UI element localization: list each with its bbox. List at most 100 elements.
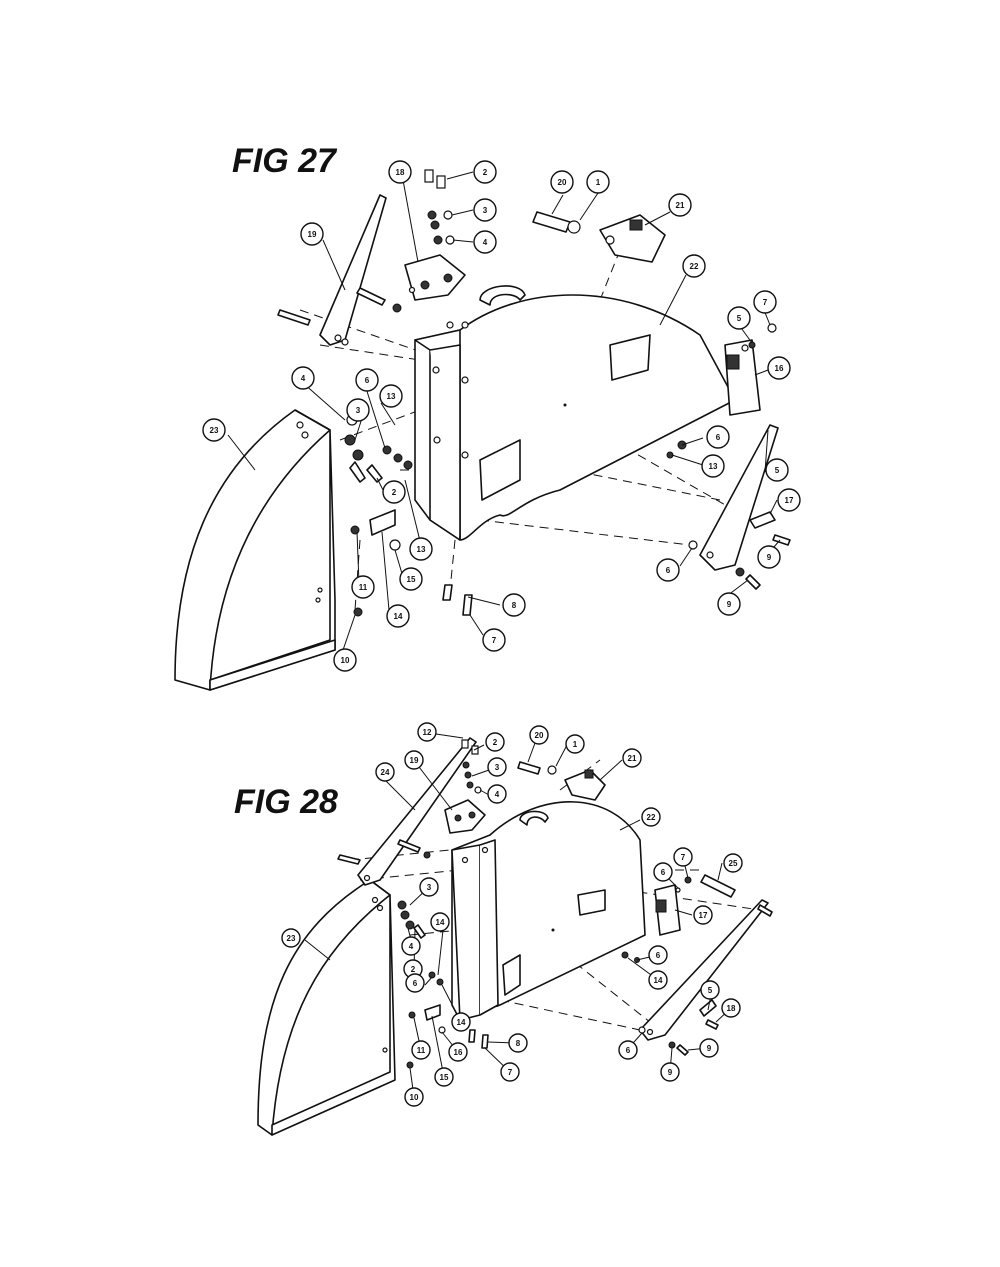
callout-circle xyxy=(767,356,791,380)
callout-circle xyxy=(757,545,781,569)
callout-circle xyxy=(399,567,423,591)
figure-28-callouts: 1222012119342422725617323144266145181489… xyxy=(281,722,743,1107)
callout-circle xyxy=(701,454,725,478)
callout-circle xyxy=(656,558,680,582)
clamp-21 xyxy=(564,769,606,801)
callout-circle xyxy=(473,230,497,254)
callout-label: 9 xyxy=(767,553,772,562)
callout-circle xyxy=(753,290,777,314)
callout-label: 9 xyxy=(707,1044,712,1053)
callout-23: 23 xyxy=(202,418,226,442)
callout-2: 2 xyxy=(485,732,505,752)
callout-3: 3 xyxy=(487,757,507,777)
callout-label: 21 xyxy=(628,754,637,763)
callout-label: 11 xyxy=(417,1046,426,1055)
callout-15: 15 xyxy=(434,1067,454,1087)
figure-27-drawing xyxy=(174,169,791,691)
callout-label: 4 xyxy=(301,374,306,383)
callout-circle xyxy=(777,488,801,512)
callout-circle xyxy=(706,425,730,449)
callout-circle xyxy=(404,750,424,770)
callout-4: 4 xyxy=(487,784,507,804)
fastener-stack-28 xyxy=(337,739,773,1069)
callout-label: 5 xyxy=(737,314,742,323)
callout-label: 8 xyxy=(512,601,517,610)
callout-circle xyxy=(508,1033,528,1053)
callout-label: 14 xyxy=(436,918,445,927)
callout-label: 13 xyxy=(417,545,426,554)
callout-label: 1 xyxy=(573,740,578,749)
callout-circle xyxy=(682,254,706,278)
callout-label: 3 xyxy=(483,206,488,215)
callout-14: 14 xyxy=(648,970,668,990)
callout-label: 9 xyxy=(668,1068,673,1077)
callout-label: 18 xyxy=(396,168,405,177)
figure-28-drawing xyxy=(257,733,773,1136)
callout-13: 13 xyxy=(409,537,433,561)
callout-7: 7 xyxy=(673,847,693,867)
fastener-stack-bottom xyxy=(277,287,791,617)
callout-label: 14 xyxy=(394,612,403,621)
callout-label: 23 xyxy=(210,426,219,435)
callout-24: 24 xyxy=(375,762,395,782)
callout-circle xyxy=(653,862,673,882)
clamp-21 xyxy=(599,214,666,263)
callout-label: 13 xyxy=(709,462,718,471)
callout-circle xyxy=(451,1012,471,1032)
callout-4: 4 xyxy=(291,366,315,390)
callout-label: 6 xyxy=(666,566,671,575)
callout-circle xyxy=(487,757,507,777)
callout-circle xyxy=(448,1042,468,1062)
callout-label: 7 xyxy=(763,298,768,307)
callout-circle xyxy=(388,160,412,184)
callout-circle xyxy=(434,1067,454,1087)
figure-27-title: FIG 27 xyxy=(232,142,338,180)
callout-circle xyxy=(409,537,433,561)
callout-circle xyxy=(717,592,741,616)
pin-20 xyxy=(517,761,557,775)
guard-panel-23 xyxy=(257,879,396,1136)
callout-4: 4 xyxy=(401,936,421,956)
callout-circle xyxy=(382,480,406,504)
callout-13: 13 xyxy=(379,384,403,408)
callout-circle xyxy=(473,198,497,222)
callout-label: 12 xyxy=(423,728,432,737)
callout-label: 14 xyxy=(654,976,663,985)
callout-21: 21 xyxy=(622,748,642,768)
callout-label: 21 xyxy=(676,201,685,210)
callout-label: 5 xyxy=(775,466,780,475)
callout-circle xyxy=(351,575,375,599)
callout-circle xyxy=(660,1062,680,1082)
callout-circle xyxy=(648,970,668,990)
callout-6: 6 xyxy=(656,558,680,582)
callout-20: 20 xyxy=(550,170,574,194)
callout-11: 11 xyxy=(411,1040,431,1060)
figure-27: FIG 27 xyxy=(174,142,801,691)
callout-7: 7 xyxy=(753,290,777,314)
callout-circle xyxy=(648,945,668,965)
callout-19: 19 xyxy=(300,222,324,246)
strut-19 xyxy=(319,194,387,346)
callout-10: 10 xyxy=(333,648,357,672)
callout-label: 9 xyxy=(727,600,732,609)
callout-circle xyxy=(723,853,743,873)
callout-14: 14 xyxy=(430,912,450,932)
callout-label: 3 xyxy=(427,883,432,892)
callout-circle xyxy=(379,384,403,408)
callout-circle xyxy=(404,1087,424,1107)
callout-label: 7 xyxy=(508,1068,513,1077)
callout-3: 3 xyxy=(473,198,497,222)
callout-22: 22 xyxy=(641,807,661,827)
callout-circle xyxy=(699,1038,719,1058)
callout-label: 11 xyxy=(359,583,368,592)
callout-9: 9 xyxy=(717,592,741,616)
callout-3: 3 xyxy=(419,877,439,897)
callout-8: 8 xyxy=(508,1033,528,1053)
callout-circle xyxy=(300,222,324,246)
callout-circle xyxy=(586,170,610,194)
callout-13: 13 xyxy=(701,454,725,478)
strut-24 xyxy=(357,737,477,886)
callout-4: 4 xyxy=(473,230,497,254)
callout-5: 5 xyxy=(700,980,720,1000)
callout-circle xyxy=(411,1040,431,1060)
